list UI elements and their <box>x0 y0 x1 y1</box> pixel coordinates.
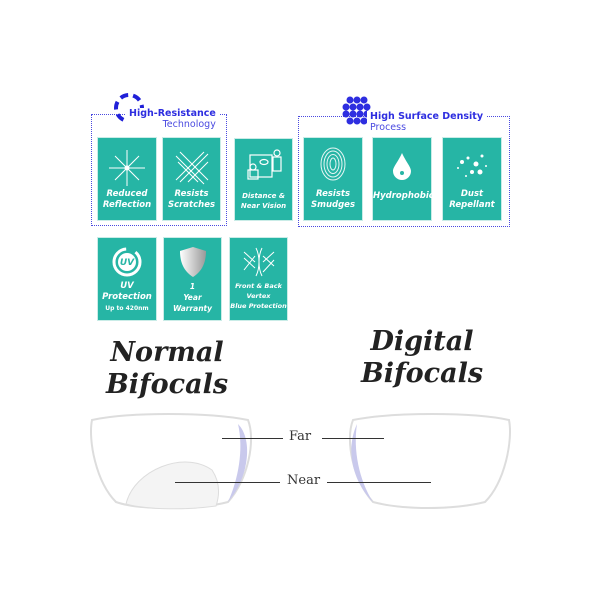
near-line-right <box>327 482 431 483</box>
title-line: Bifocals <box>105 369 229 400</box>
feature-label: Warranty <box>172 304 213 313</box>
high-resistance-heading: High-Resistance Technology <box>126 108 219 130</box>
feature-label: Reduced <box>106 189 148 199</box>
feature-label: Dust <box>460 189 484 199</box>
feature-label: UV <box>120 281 134 291</box>
feature-hydrophobic: Hydrophobic <box>372 137 434 221</box>
high-density-heading: High Surface Density Process <box>367 111 487 133</box>
feature-label: Resists <box>315 189 351 199</box>
feature-label: Front & Back <box>235 282 282 290</box>
feature-label: Repellant <box>449 200 495 210</box>
title-line: Digital <box>370 326 474 357</box>
feature-label: Blue Protection <box>230 302 287 310</box>
far-line-right <box>322 438 384 439</box>
feature-label: 1 <box>189 282 196 291</box>
vision-icon <box>246 149 282 180</box>
feature-sublabel: Up to 420nm <box>105 305 149 312</box>
dust-icon <box>457 154 487 177</box>
feature-label: Resists <box>174 189 209 199</box>
near-line-left <box>175 482 280 483</box>
heading-title: High-Resistance <box>129 108 216 119</box>
heading-subtitle: Process <box>370 122 407 133</box>
blue-light-icon <box>243 247 274 277</box>
fingerprint-icon <box>320 147 346 181</box>
feature-label: Smudges <box>310 200 356 210</box>
feature-label: Hydrophobic <box>373 191 434 201</box>
digital-bifocal-lens <box>349 413 511 509</box>
scratch-icon <box>175 151 208 185</box>
heading-title: High Surface Density <box>370 111 484 122</box>
near-label: Near <box>287 473 321 488</box>
feature-label: Vertex <box>246 292 271 300</box>
feature-distance-near-vision: Distance & Near Vision <box>234 138 293 221</box>
title-line: Normal <box>110 337 224 368</box>
feature-label: Protection <box>102 292 152 302</box>
heading-subtitle: Technology <box>162 119 216 130</box>
sparkle-icon <box>109 150 145 186</box>
feature-label: Distance & <box>242 192 285 200</box>
water-drop-icon <box>393 153 411 180</box>
far-label: Far <box>289 429 312 444</box>
uv-icon: UV <box>112 247 142 277</box>
feature-label: Scratches <box>167 200 216 210</box>
uv-icon-text: UV <box>120 258 135 268</box>
title-line: Bifocals <box>360 358 484 389</box>
feature-label: Reflection <box>102 200 152 210</box>
shield-icon <box>179 247 206 277</box>
feature-label: Near Vision <box>240 202 287 210</box>
feature-label: Year <box>183 293 202 302</box>
normal-bifocal-lens <box>90 413 252 510</box>
far-line-left <box>222 438 283 439</box>
